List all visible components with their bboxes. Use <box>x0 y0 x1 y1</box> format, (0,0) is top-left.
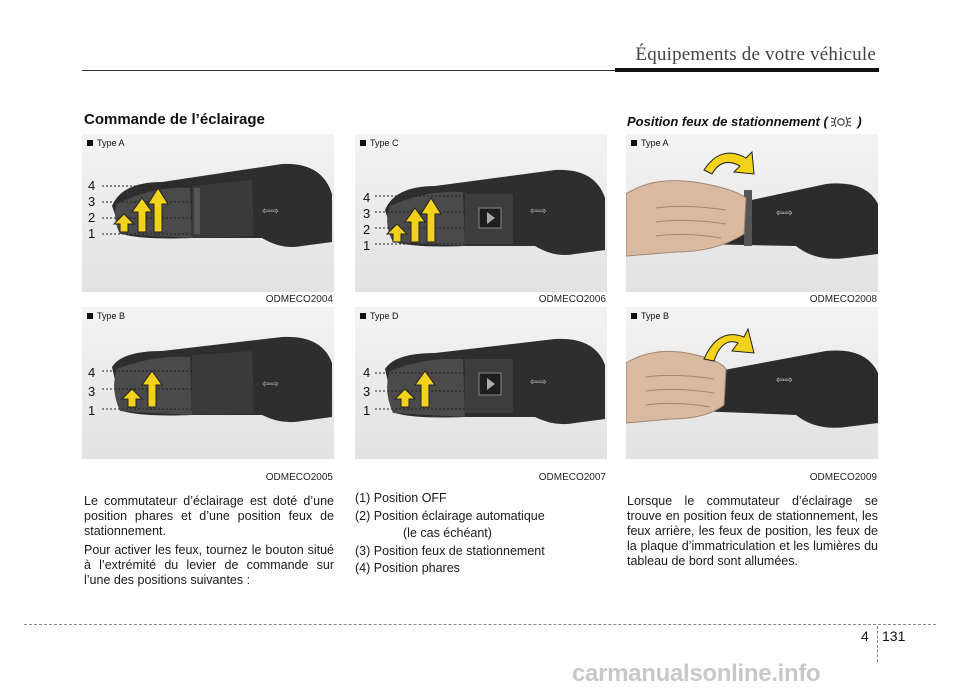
svg-text:⇦⇨: ⇦⇨ <box>262 379 279 390</box>
figure-type-label: Type A <box>631 138 669 148</box>
lever-drawing: ⇦⇨ <box>102 163 332 247</box>
list-item: (3) Position feux de stationnement <box>355 543 545 558</box>
svg-text:⇦⇨: ⇦⇨ <box>530 377 547 388</box>
positions-list: (1) Position OFF (2) Position éclairage … <box>355 490 605 578</box>
bullet-square-icon <box>360 313 366 319</box>
figure-number: 3 <box>363 384 371 399</box>
hand-lever-drawing: ☼ ⇦⇨ <box>626 327 878 428</box>
section-title-prefix: Position feux de stationnement ( <box>627 114 828 129</box>
bullet-square-icon <box>360 140 366 146</box>
list-item: (4) Position phares <box>355 561 460 575</box>
figure-type-b-lever: ⇦⇨ 4 3 1 Type B ODMECO2005 <box>82 307 334 485</box>
footer-divider <box>877 626 878 662</box>
figure-number: 4 <box>363 365 371 380</box>
figure-code: ODMECO2007 <box>538 472 606 483</box>
section-title-lighting-control: Commande de l’éclairage <box>84 111 265 128</box>
figure-parking-type-a: ⇦⇨ Type A ODMECO2008 <box>626 134 878 305</box>
figure-type-a-lever: ⇦⇨ 4 3 2 1 Type A ODMECO2004 <box>82 134 334 305</box>
watermark: carmanualsonline.info <box>572 660 821 687</box>
figure-number: 1 <box>88 226 96 241</box>
figure-number: 1 <box>363 403 371 418</box>
figure-numbers: 4 3 2 1 <box>363 190 370 254</box>
svg-text:⇦⇨: ⇦⇨ <box>262 206 279 217</box>
figure-numbers: 4 3 2 1 <box>88 178 95 242</box>
figure-type-label: Type B <box>87 311 125 321</box>
bullet-square-icon <box>631 140 637 146</box>
body-paragraph: Pour activer les feux, tournez le bouton… <box>84 543 334 587</box>
header-rule-accent <box>615 68 879 72</box>
figure-number: 1 <box>363 238 371 253</box>
figure-number: 4 <box>363 190 371 205</box>
footer-rule <box>24 624 936 625</box>
figure-type-label: Type A <box>87 138 125 148</box>
figure-parking-type-b: ☼ ⇦⇨ Type B ODMECO2009 <box>626 307 878 485</box>
figure-code: ODMECO2008 <box>809 294 877 305</box>
figure-type-c-lever: ⇦⇨ 4 3 2 1 Type C ODMECO2006 <box>355 134 607 305</box>
lever-drawing: ⇦⇨ <box>102 336 332 423</box>
section-title-suffix: ) <box>853 114 862 129</box>
hand-lever-drawing: ⇦⇨ <box>626 150 878 259</box>
figure-type-label: Type B <box>631 311 669 321</box>
svg-text:⇦⇨: ⇦⇨ <box>776 375 793 386</box>
figure-type-label: Type D <box>360 311 399 321</box>
list-item: (1) Position OFF <box>355 491 447 505</box>
body-paragraph: Lorsque le commutateur d’éclairage se tr… <box>627 494 878 568</box>
figure-number: 3 <box>363 206 371 221</box>
chapter-header-title: Équipements de votre véhicule <box>635 44 876 65</box>
figure-number: 2 <box>363 222 371 237</box>
figure-type-d-lever: ⇦⇨ 4 3 1 Type D ODMECO2007 <box>355 307 607 485</box>
lever-drawing: ⇦⇨ <box>375 338 605 425</box>
svg-text:⇦⇨: ⇦⇨ <box>776 208 793 219</box>
list-item: (le cas échéant) <box>403 526 492 540</box>
figure-numbers: 4 3 1 <box>363 363 370 420</box>
parking-lights-icon <box>830 116 851 128</box>
figure-code: ODMECO2006 <box>538 294 606 305</box>
figure-code: ODMECO2004 <box>265 294 333 305</box>
section-title-parking-position: Position feux de stationnement ( ) <box>627 114 862 129</box>
figure-number: 3 <box>88 384 96 399</box>
svg-text:⇦⇨: ⇦⇨ <box>530 206 547 217</box>
figure-type-label: Type C <box>360 138 399 148</box>
bullet-square-icon <box>631 313 637 319</box>
figure-number: 4 <box>88 365 96 380</box>
list-item: (2) Position éclairage automatique <box>355 508 545 523</box>
lever-drawing: ⇦⇨ <box>375 169 605 255</box>
figure-number: 3 <box>88 194 96 209</box>
figure-number: 1 <box>88 403 96 418</box>
bullet-square-icon <box>87 313 93 319</box>
figure-number: 2 <box>88 210 96 225</box>
figure-numbers: 4 3 1 <box>88 363 95 420</box>
body-paragraph: Le commutateur d’éclairage est doté d’un… <box>84 494 334 538</box>
bullet-square-icon <box>87 140 93 146</box>
figure-number: 4 <box>88 178 96 193</box>
header-rule <box>82 70 842 71</box>
figure-code: ODMECO2005 <box>265 472 333 483</box>
page-number: 131 <box>882 628 906 644</box>
chapter-number: 4 <box>861 628 869 644</box>
figure-code: ODMECO2009 <box>809 472 877 483</box>
